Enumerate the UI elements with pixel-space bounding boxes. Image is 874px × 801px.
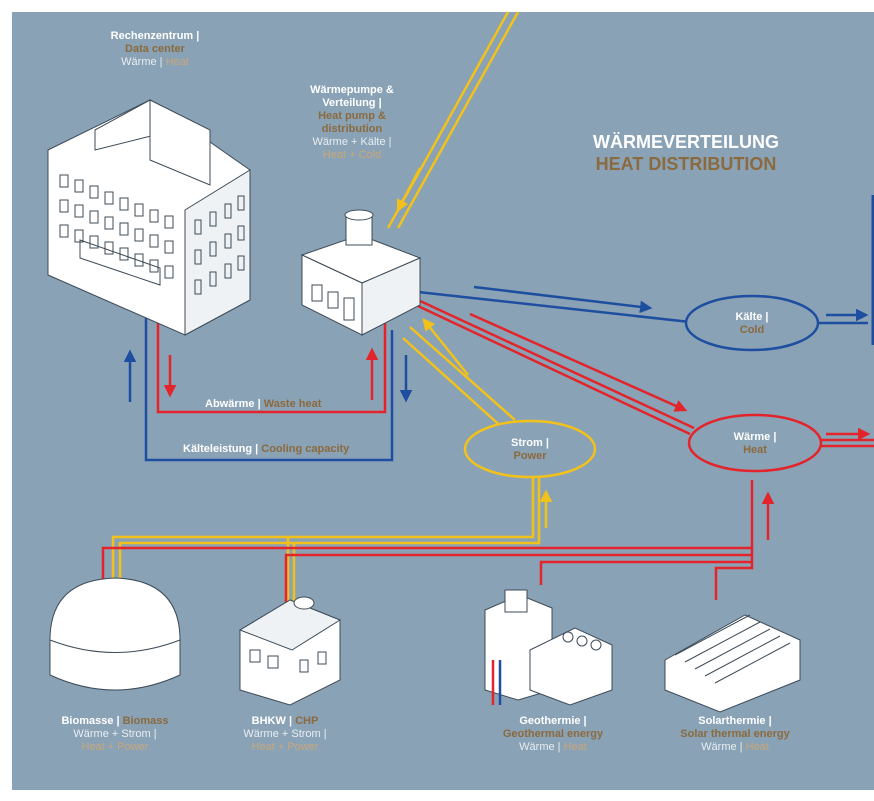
- biomass-label: Biomasse | Biomass Wärme + Strom | Heat …: [40, 715, 190, 754]
- chp-label: BHKW | CHP Wärme + Strom | Heat + Power: [220, 715, 350, 754]
- solar-sub: Wärme | Heat: [655, 741, 815, 754]
- heat-out-arrow: [469, 312, 688, 412]
- chp-sub-en: Heat + Power: [251, 741, 319, 753]
- geothermal-name-de: Geothermie |: [519, 715, 587, 727]
- biomass-name: Biomasse | Biomass: [40, 715, 190, 728]
- solar-sub-de: Wärme |: [701, 741, 743, 753]
- cold-en: Cold: [739, 324, 765, 336]
- heatpump-label: Wärmepumpe & Verteilung | Heat pump & di…: [292, 84, 412, 162]
- solar-thermal-plant-icon: [664, 614, 801, 713]
- biomass-name-de: Biomasse |: [61, 715, 120, 727]
- power-arrow-top: [396, 167, 422, 213]
- chp-name-en: CHP: [295, 715, 319, 727]
- title-de: WÄRMEVERTEILUNG: [593, 132, 779, 152]
- cold-out-line: [417, 290, 691, 324]
- biomass-plant-icon: [49, 577, 181, 691]
- power-from-generators-line: [111, 478, 541, 605]
- heat-out-line-2: [417, 304, 691, 436]
- chp-plant-icon: [238, 596, 342, 706]
- solar-name-de: Solarthermie |: [698, 715, 772, 727]
- chp-sub-de: Wärme + Strom |: [243, 728, 327, 740]
- power-node-ellipse: [463, 419, 597, 479]
- datacenter-name-de: Rechenzentrum |: [110, 30, 200, 42]
- cooling-de: Kälteleistung |: [183, 443, 259, 455]
- power-en: Power: [513, 450, 547, 462]
- biomass-sub-en: Heat + Power: [81, 741, 149, 753]
- diagram-title: WÄRMEVERTEILUNG HEAT DISTRIBUTION: [536, 131, 836, 175]
- heat-node-label: Wärme | Heat: [715, 431, 795, 457]
- biomass-name-en: Biomass: [122, 715, 169, 727]
- cooling-en: Cooling capacity: [261, 443, 350, 455]
- cold-de: Kälte |: [735, 311, 769, 323]
- heatpump-l6: Heat + Cold: [322, 149, 382, 161]
- heat-de: Wärme |: [733, 431, 777, 443]
- power-arrow-heatpump: [422, 318, 469, 376]
- heat-en: Heat: [743, 444, 767, 456]
- waste-heat-de: Abwärme |: [205, 398, 261, 410]
- geothermal-sub: Wärme | Heat: [478, 741, 628, 754]
- geothermal-label: Geothermie | Geothermal energy Wärme | H…: [478, 715, 628, 754]
- heat-lines-generators: [101, 480, 754, 605]
- geothermal-sub-en: Heat: [563, 741, 587, 753]
- heat-node-ellipse: [687, 413, 823, 473]
- heatpump-l5: Wärme + Kälte |: [312, 136, 392, 148]
- heatpump-l4: distribution: [321, 123, 383, 135]
- geothermal-sub-de: Wärme |: [519, 741, 561, 753]
- chp-name: BHKW | CHP: [220, 715, 350, 728]
- biomass-sub-de: Wärme + Strom |: [73, 728, 157, 740]
- datacenter-building-icon: [47, 99, 251, 336]
- heatpump-l2: Verteilung |: [322, 97, 382, 109]
- waste-heat-loop: [156, 318, 387, 414]
- cold-out-arrow: [473, 285, 653, 314]
- heat-out-line-1: [417, 298, 695, 430]
- solar-name-en: Solar thermal energy: [680, 728, 790, 740]
- cold-node-ellipse: [684, 294, 820, 352]
- geothermal-plant-icon: [484, 589, 613, 706]
- datacenter-sub-de: Wärme |: [121, 56, 163, 68]
- heatpump-l3: Heat pump &: [318, 110, 386, 122]
- power-de: Strom |: [511, 437, 549, 449]
- geothermal-name-en: Geothermal energy: [502, 728, 604, 740]
- solar-sub-en: Heat: [745, 741, 769, 753]
- datacenter-label: Rechenzentrum | Data center Wärme | Heat: [85, 30, 225, 69]
- cooling-loop: [144, 318, 394, 462]
- datacenter-sub-en: Heat: [165, 56, 189, 68]
- waste-heat-en: Waste heat: [263, 398, 322, 410]
- solar-label: Solarthermie | Solar thermal energy Wärm…: [655, 715, 815, 754]
- power-to-heatpump-line: [402, 326, 516, 431]
- heatpump-building-icon: [300, 209, 422, 336]
- cold-node-label: Kälte | Cold: [712, 311, 792, 337]
- datacenter-name-en: Data center: [125, 43, 185, 55]
- cooling-label: Kälteleistung | Cooling capacity: [183, 443, 349, 455]
- chp-name-de: BHKW |: [251, 715, 293, 727]
- datacenter-sub: Wärme | Heat: [85, 56, 225, 69]
- power-node-label: Strom | Power: [490, 437, 570, 463]
- title-en: HEAT DISTRIBUTION: [595, 154, 777, 174]
- waste-heat-label: Abwärme | Waste heat: [205, 398, 321, 410]
- heatpump-l1: Wärmepumpe &: [310, 84, 394, 96]
